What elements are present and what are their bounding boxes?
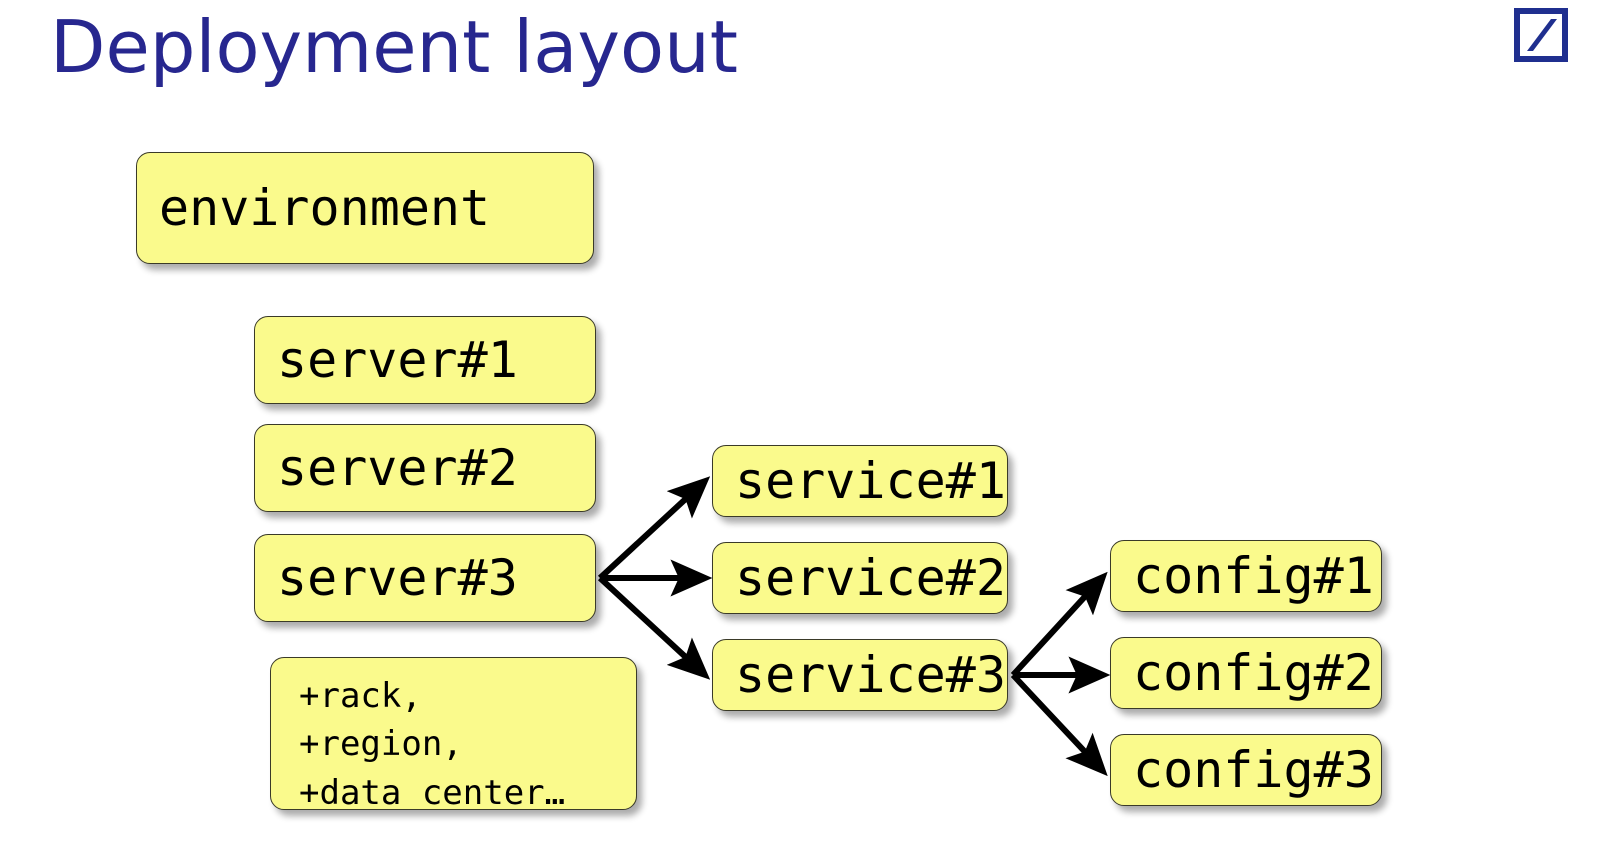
node-config3[interactable]: config#3 [1110,734,1382,806]
node-environment[interactable]: environment [136,152,594,264]
node-config1[interactable]: config#1 [1110,540,1382,612]
node-server2[interactable]: server#2 [254,424,596,512]
edge-service3-to-config1 [1010,571,1108,678]
node-service2[interactable]: service#2 [712,542,1008,614]
node-server-attributes[interactable]: +rack, +region, +data center… [270,657,637,813]
node-service3[interactable]: service#3 [712,639,1008,711]
note-line: +region, [299,724,463,765]
edge-service3-to-config3 [1010,672,1108,777]
edge-server3-to-service1 [597,476,711,581]
node-config2[interactable]: config#2 [1110,637,1382,709]
node-server3[interactable]: server#3 [254,534,596,622]
note-line: +rack, [299,676,422,716]
node-service1[interactable]: service#1 [712,445,1008,517]
deutsche-bank-logo [1514,8,1568,62]
page-title: Deployment layout [50,5,738,89]
node-server1[interactable]: server#1 [254,316,596,404]
note-line: +data center… [299,772,566,813]
